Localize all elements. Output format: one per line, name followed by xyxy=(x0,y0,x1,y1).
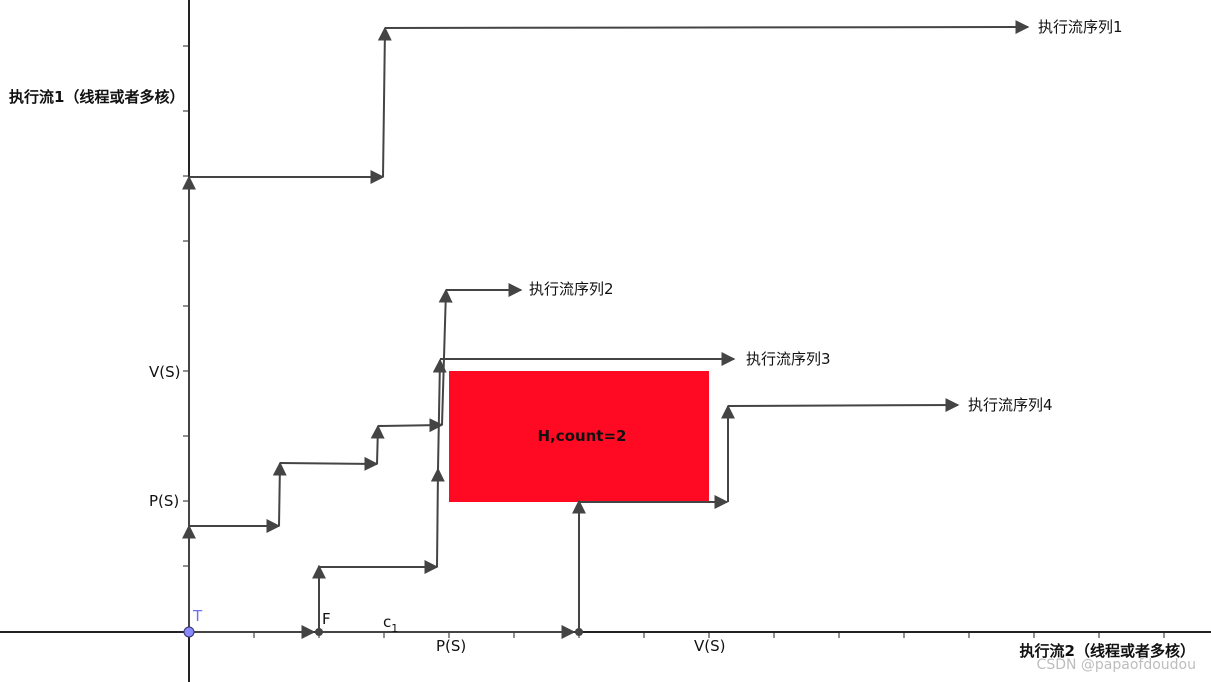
x-tick-v: V(S) xyxy=(694,637,726,655)
trajectory-1 xyxy=(182,20,1030,632)
c1-subscript: 1 xyxy=(391,622,398,635)
y-tick-p: P(S) xyxy=(149,492,179,510)
c1-point[interactable] xyxy=(575,628,583,636)
trajectory-3 xyxy=(189,352,736,639)
f-point[interactable] xyxy=(315,628,323,636)
trajectory-2 xyxy=(182,283,523,632)
y-tick-v: V(S) xyxy=(149,363,181,381)
trajectory-4 xyxy=(319,398,960,639)
sequence-1-label: 执行流序列1 xyxy=(1038,18,1123,36)
origin-point[interactable] xyxy=(183,626,195,638)
x-tick-p: P(S) xyxy=(436,637,466,655)
forbidden-region xyxy=(449,371,709,502)
sequence-2-label: 执行流序列2 xyxy=(529,280,614,298)
x-axis-label: 执行流2（线程或者多核） xyxy=(1020,642,1195,660)
y-axis-label: 执行流1（线程或者多核） xyxy=(9,88,184,106)
forbidden-region-label: H,count=2 xyxy=(538,427,627,445)
sequence-4-label: 执行流序列4 xyxy=(968,396,1053,414)
c1-label: c1 xyxy=(383,613,398,635)
f-label: F xyxy=(322,610,331,628)
origin-label: T xyxy=(192,607,203,625)
watermark: CSDN @papaofdoudou xyxy=(1037,657,1196,673)
sequence-3-label: 执行流序列3 xyxy=(746,350,831,368)
